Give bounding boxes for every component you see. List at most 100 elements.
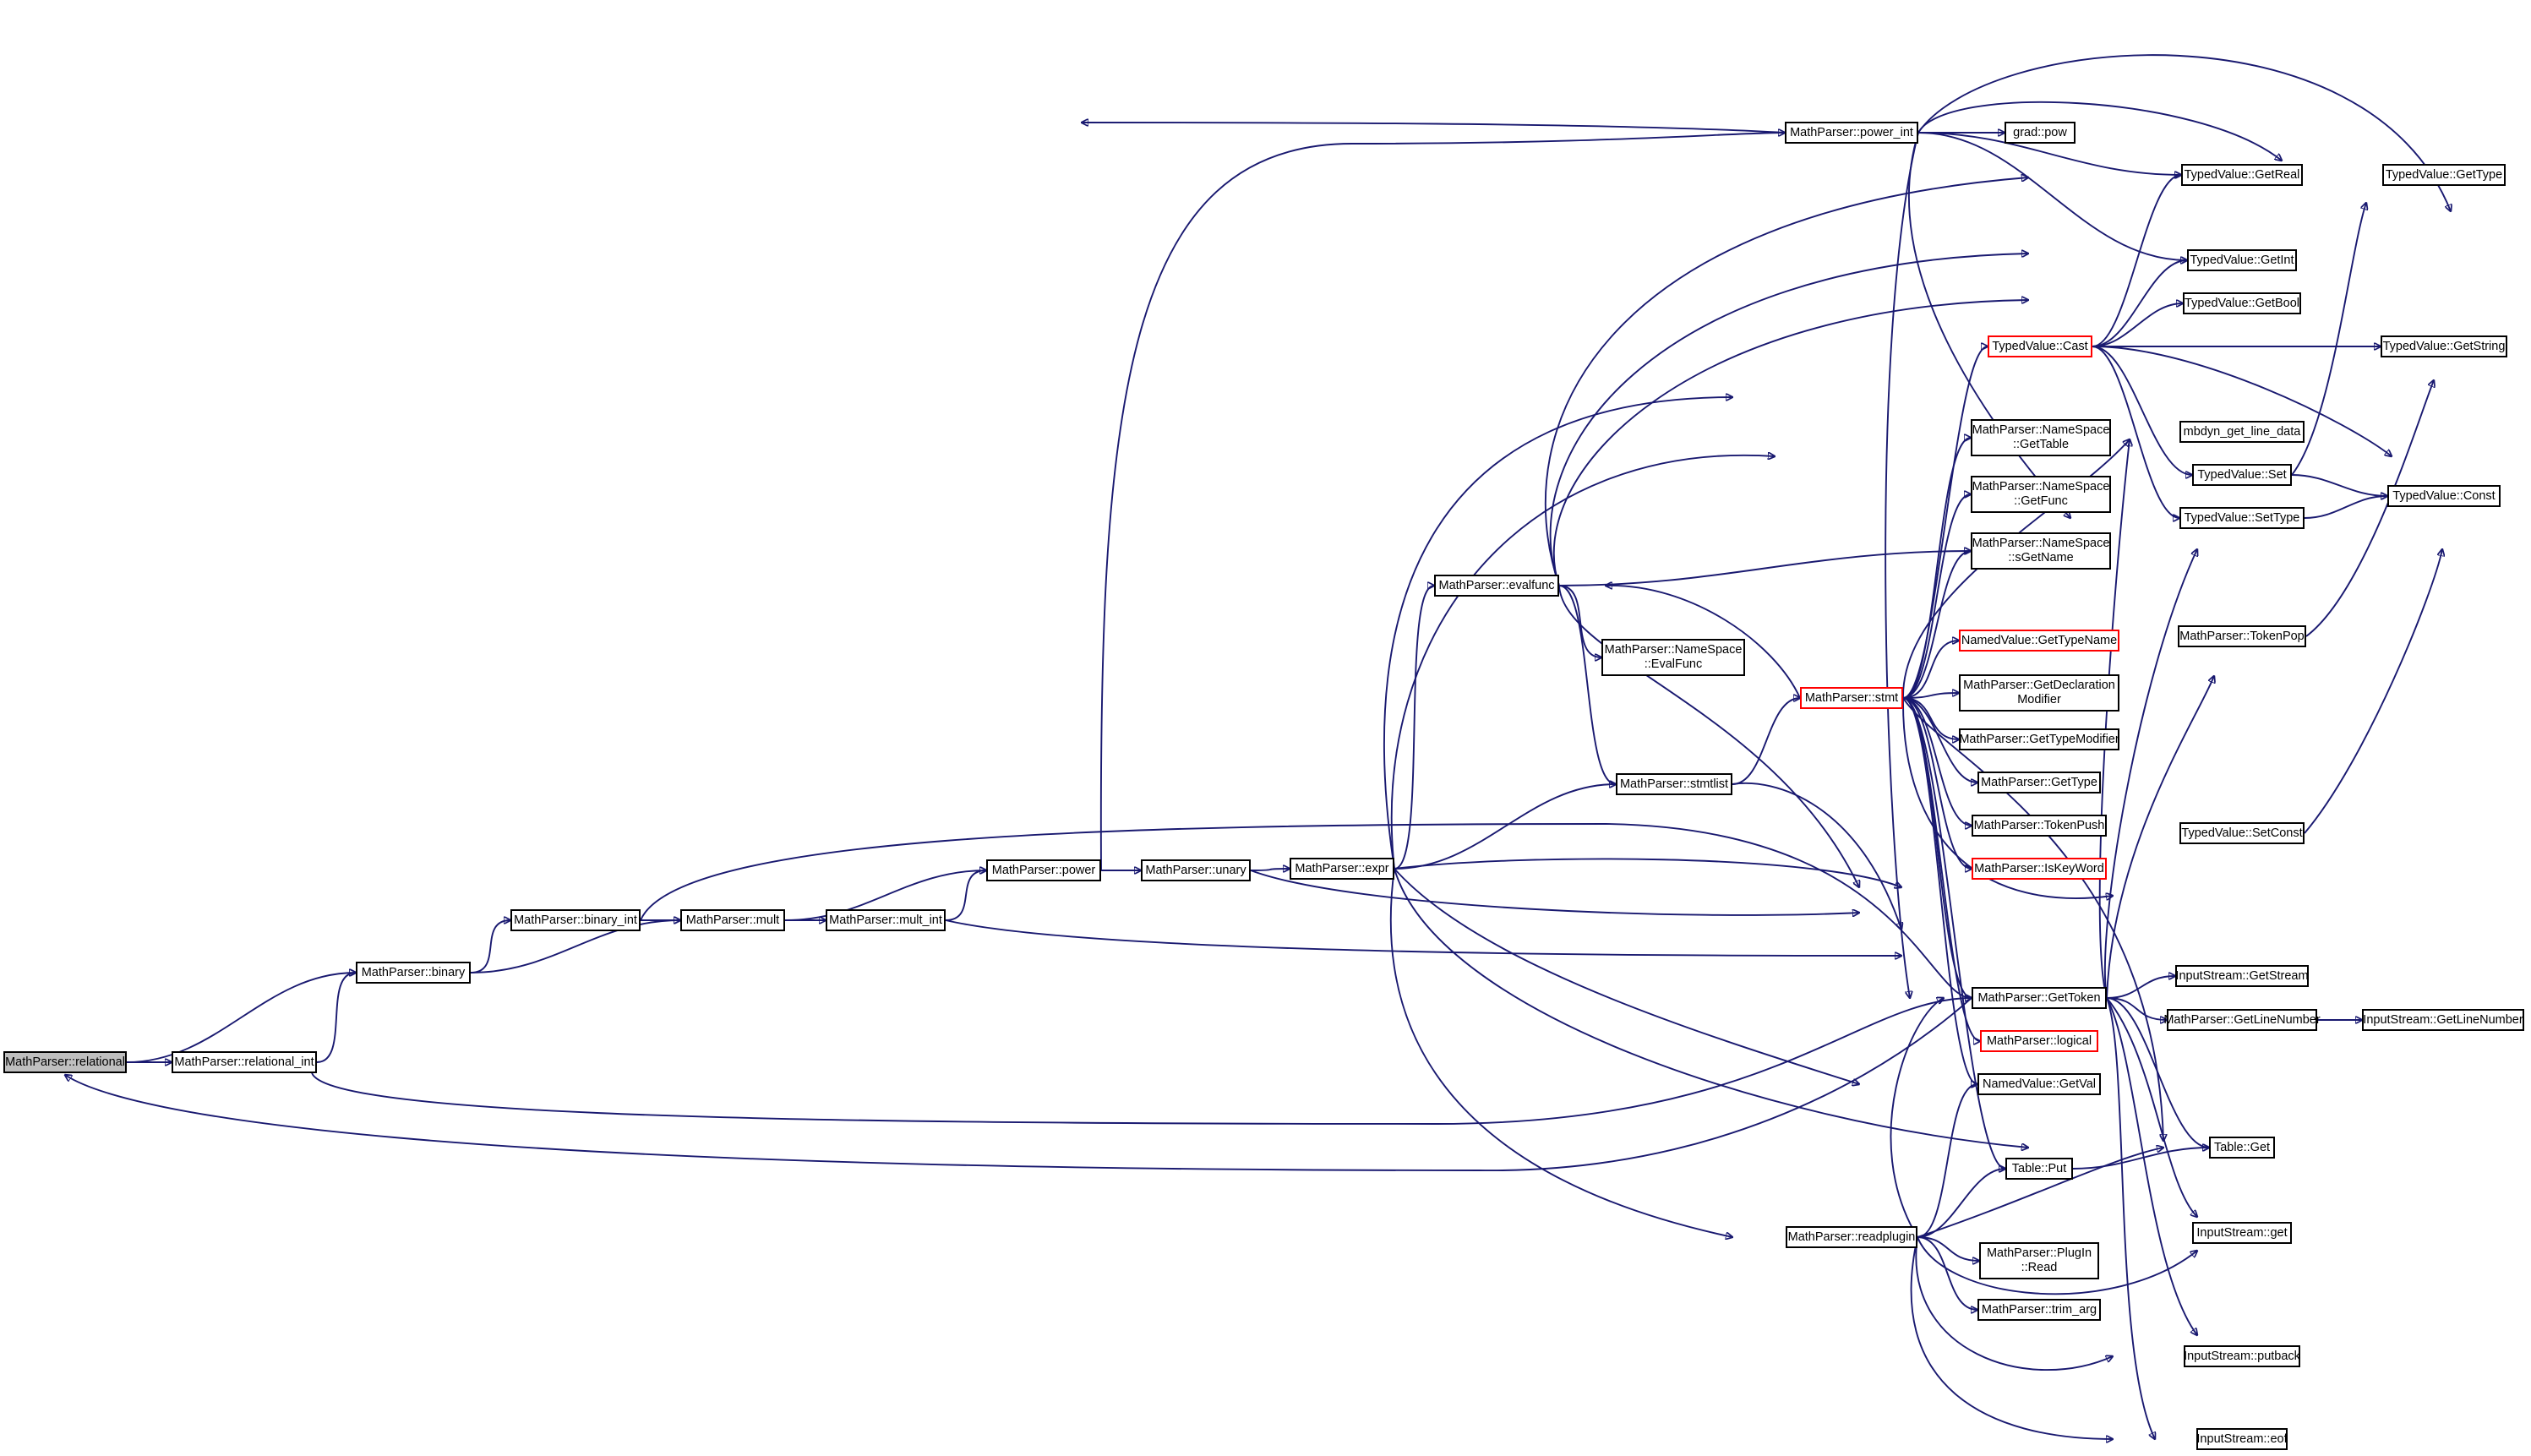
edge-tokenpop-to-tv_getstring — [2305, 380, 2434, 637]
edge-stmt-to-logical — [1902, 697, 1980, 1041]
edge-tv_settype-to-tv_const — [2304, 496, 2387, 519]
edge-readplugin-to-trim_arg — [1917, 1236, 1977, 1310]
node-gettoken[interactable]: MathParser::GetToken — [1972, 987, 2107, 1009]
node-getdeclarationmodifier[interactable]: MathParser::GetDeclaration Modifier — [1959, 674, 2119, 712]
edge-expr-to-evalfunc — [1394, 586, 1434, 870]
edge-stmt-to-tv_setconst — [1902, 697, 2113, 898]
node-logical[interactable]: MathParser::logical — [1980, 1030, 2098, 1052]
edge-stmt-to-ns_sgetname — [1902, 551, 1971, 699]
edge-stmt-to-gettype — [1902, 697, 1977, 783]
edge-tv_set-to-tv_gettype — [2291, 203, 2366, 476]
node-typedvalue-getbool[interactable]: TypedValue::GetBool — [2183, 292, 2301, 314]
node-tokenpush[interactable]: MathParser::TokenPush — [1972, 815, 2107, 837]
node-unary[interactable]: MathParser::unary — [1141, 859, 1251, 881]
node-trim-arg[interactable]: MathParser::trim_arg — [1977, 1299, 2101, 1321]
edge-binary-to-binary_int — [470, 920, 510, 973]
edge-stmtlist-to-stmt — [1732, 698, 1800, 785]
edge-expr-to-readplugin — [1389, 868, 1732, 1237]
edge-stmtlist-to-gettoken — [1732, 782, 1901, 930]
node-tokenpop[interactable]: MathParser::TokenPop — [2178, 625, 2306, 647]
node-getlinenumber[interactable]: MathParser::GetLineNumber — [2163, 1009, 2321, 1031]
node-expr[interactable]: MathParser::expr — [1290, 858, 1394, 880]
node-typedvalue-gettype[interactable]: TypedValue::GetType — [2382, 164, 2506, 186]
edge-stmt-to-ns_gettable — [1902, 438, 1971, 699]
edge-mult-to-power — [784, 870, 986, 921]
node-table-get[interactable]: Table::Get — [2209, 1137, 2275, 1159]
node-gettypemodifier[interactable]: MathParser::GetTypeModifier — [1959, 728, 2119, 750]
edge-unary-to-gettoken — [1250, 870, 1859, 915]
edge-readplugin-to-plugin_read — [1917, 1236, 1979, 1261]
node-power-int[interactable]: MathParser::power_int — [1785, 122, 1918, 144]
edge-unary-to-expr — [1250, 869, 1290, 870]
edge-power-to-power_int — [1099, 133, 1785, 871]
edge-gettoken-to-is_get — [2106, 997, 2197, 1217]
edge-tv_cast-to-tv_getint — [2092, 260, 2187, 347]
node-typedvalue-getint[interactable]: TypedValue::GetInt — [2187, 249, 2297, 271]
node-namespace-gettable[interactable]: MathParser::NameSpace ::GetTable — [1971, 419, 2111, 456]
node-power[interactable]: MathParser::power — [986, 859, 1101, 881]
edge-power_int-to-tv_getstring — [1917, 54, 2451, 211]
edge-readplugin-to-gettoken — [1890, 998, 1944, 1238]
edge-power_int-to-power — [1082, 123, 1786, 134]
node-gettype[interactable]: MathParser::GetType — [1977, 772, 2101, 793]
node-namespace-evalfunc[interactable]: MathParser::NameSpace ::EvalFunc — [1601, 639, 1745, 676]
edge-stmt-to-tv_cast — [1902, 346, 1988, 699]
edge-power_int-to-tv_getint — [1917, 132, 2187, 260]
node-stmt[interactable]: MathParser::stmt — [1800, 687, 1903, 709]
edge-tv_cast-to-tv_const — [2092, 346, 2392, 456]
node-typedvalue-getreal[interactable]: TypedValue::GetReal — [2181, 164, 2303, 186]
edge-group — [65, 54, 2451, 1439]
node-mbdyn-get-line-data[interactable]: mbdyn_get_line_data — [2179, 421, 2305, 443]
node-grad-pow[interactable]: grad::pow — [2005, 122, 2076, 144]
edge-gettoken-to-tokenpop — [2106, 676, 2214, 999]
node-stmtlist[interactable]: MathParser::stmtlist — [1616, 773, 1732, 795]
node-relational-int[interactable]: MathParser::relational_int — [172, 1051, 317, 1073]
edge-expr-to-nv_getval — [1394, 868, 1859, 1084]
node-namedvalue-gettypename[interactable]: NamedValue::GetTypeName — [1959, 630, 2119, 652]
edge-gettoken-to-relational — [65, 997, 1972, 1171]
node-inputstream-get[interactable]: InputStream::get — [2192, 1222, 2292, 1244]
node-typedvalue-settype[interactable]: TypedValue::SetType — [2179, 507, 2305, 529]
node-namedvalue-getval[interactable]: NamedValue::GetVal — [1977, 1073, 2101, 1095]
node-iskeyword[interactable]: MathParser::IsKeyWord — [1972, 858, 2107, 880]
node-evalfunc[interactable]: MathParser::evalfunc — [1434, 575, 1559, 597]
edge-power_int-to-tv_gettype — [1917, 101, 2282, 161]
edge-stmt-to-gettypemod — [1902, 697, 1959, 739]
node-inputstream-eof[interactable]: InputStream::eof — [2196, 1428, 2288, 1450]
node-typedvalue-setconst[interactable]: TypedValue::SetConst — [2179, 822, 2305, 844]
node-namespace-sgetname[interactable]: MathParser::NameSpace ::sGetName — [1971, 532, 2111, 570]
edge-readplugin-to-table_put — [1917, 1169, 2005, 1238]
edge-power_int-to-tv_settype — [1908, 132, 2070, 518]
node-readplugin[interactable]: MathParser::readplugin — [1786, 1226, 1917, 1248]
node-inputstream-putback[interactable]: InputStream::putback — [2184, 1345, 2300, 1367]
node-table-put[interactable]: Table::Put — [2005, 1158, 2073, 1180]
node-inputstream-getstream[interactable]: InputStream::GetStream — [2175, 965, 2309, 987]
edge-tv_cast-to-tv_set — [2092, 346, 2192, 475]
edge-tv_cast-to-tv_getbool — [2092, 303, 2183, 347]
node-typedvalue-const[interactable]: TypedValue::Const — [2387, 485, 2501, 507]
edge-readplugin-to-table_get — [1917, 1148, 2163, 1238]
edge-mult_int-to-power — [945, 870, 986, 921]
node-mult[interactable]: MathParser::mult — [680, 909, 785, 931]
edge-expr-to-ns_gettable — [1383, 397, 1732, 870]
edge-gettoken-to-is_eof — [2106, 997, 2155, 1439]
node-plugin-read[interactable]: MathParser::PlugIn ::Read — [1979, 1242, 2099, 1279]
node-typedvalue-set[interactable]: TypedValue::Set — [2192, 464, 2292, 486]
node-namespace-getfunc[interactable]: MathParser::NameSpace ::GetFunc — [1971, 476, 2111, 513]
edge-evalfunc-to-ns_evalfunc — [1558, 585, 1601, 657]
edge-gettoken-to-is_getstream — [2106, 976, 2175, 999]
node-mult-int[interactable]: MathParser::mult_int — [826, 909, 946, 931]
node-typedvalue-getstring[interactable]: TypedValue::GetString — [2381, 335, 2507, 357]
edge-stmt-to-nv_getval — [1902, 697, 1977, 1084]
edge-stmt-to-tokenpush — [1902, 697, 1972, 826]
node-typedvalue-cast[interactable]: TypedValue::Cast — [1988, 335, 2092, 357]
node-inputstream-getlinenumber[interactable]: InputStream::GetLineNumber — [2362, 1009, 2524, 1031]
edge-gettoken-to-tv_settype — [2104, 549, 2197, 999]
edge-relational_int-to-gettoken — [310, 998, 1972, 1125]
edge-readplugin-to-nv_getval — [1917, 1084, 1977, 1238]
edge-binary_int-to-gettoken — [640, 823, 1972, 998]
edge-readplugin-to-is_eof — [1910, 1236, 2113, 1439]
node-binary[interactable]: MathParser::binary — [356, 962, 471, 984]
node-binary-int[interactable]: MathParser::binary_int — [510, 909, 641, 931]
edge-mult_int-to-gettoken — [945, 919, 1901, 956]
